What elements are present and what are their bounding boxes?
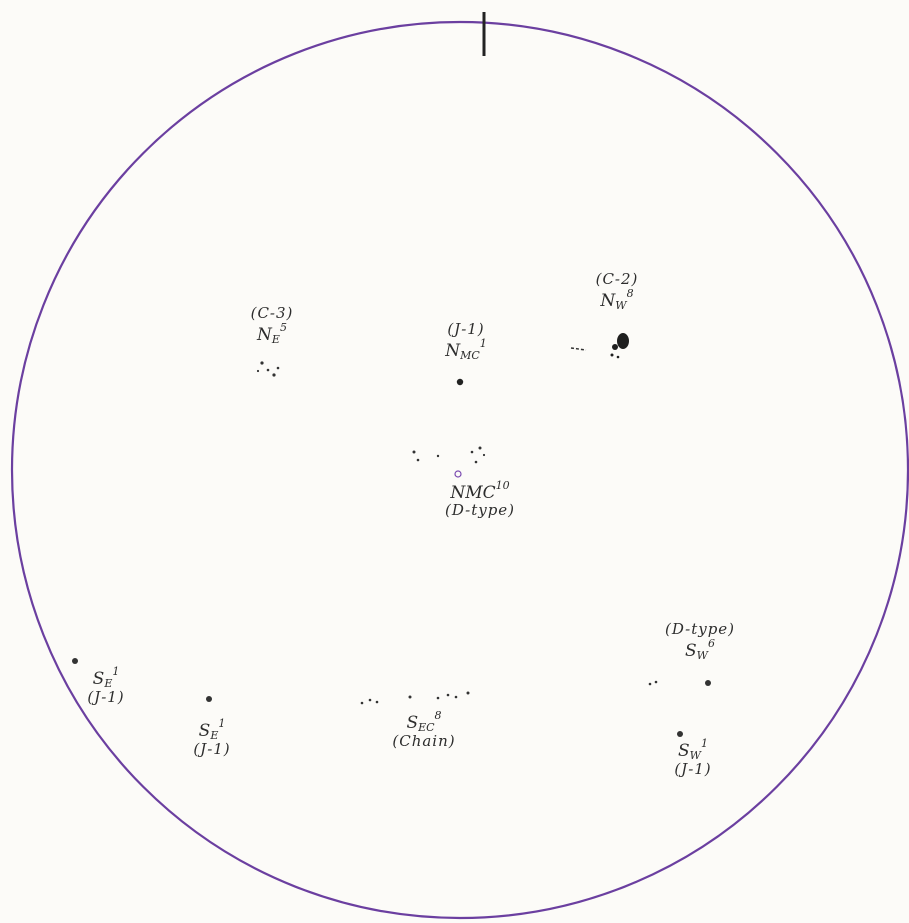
label-sw1: SW1 (J-1) bbox=[674, 738, 711, 777]
label-ne5: (C-3) NE5 bbox=[251, 306, 294, 345]
nmc1-designation: NMC1 bbox=[445, 338, 487, 362]
se1-mid-designation: SE1 bbox=[193, 718, 230, 742]
sec8-type: (Chain) bbox=[392, 734, 455, 750]
sw1-type: (J-1) bbox=[674, 762, 711, 778]
label-sec8: SEC8 (Chain) bbox=[392, 710, 455, 749]
sec8-designation: SEC8 bbox=[392, 710, 455, 734]
nw8-designation: NW8 bbox=[596, 288, 639, 312]
label-nmc10: NMC10 (D-type) bbox=[445, 480, 515, 519]
spot-group-sw6 bbox=[649, 680, 711, 686]
spot-group-nw8 bbox=[571, 333, 629, 358]
spot-group-ne5 bbox=[257, 361, 279, 376]
label-sw6: (D-type) SW6 bbox=[665, 622, 735, 661]
nmc1-type: (J-1) bbox=[445, 322, 487, 338]
spot-se1-left bbox=[72, 658, 78, 664]
spot-se1-mid bbox=[206, 696, 212, 702]
label-se1-mid: SE1 (J-1) bbox=[193, 718, 230, 757]
ne5-type: (C-3) bbox=[251, 306, 294, 322]
se1-left-type: (J-1) bbox=[87, 690, 124, 706]
sw1-designation: SW1 bbox=[674, 738, 711, 762]
spot-nmc1 bbox=[457, 379, 463, 385]
nmc10-designation: NMC10 bbox=[445, 480, 515, 503]
sw6-designation: SW6 bbox=[665, 638, 735, 662]
sw6-type: (D-type) bbox=[665, 622, 735, 638]
nw8-type: (C-2) bbox=[596, 272, 639, 288]
label-nw8: (C-2) NW8 bbox=[596, 272, 639, 311]
ne5-designation: NE5 bbox=[251, 322, 294, 346]
spot-group-sec8 bbox=[361, 692, 470, 705]
spot-sw1 bbox=[677, 731, 683, 737]
solar-disk-outline bbox=[12, 22, 908, 918]
label-nmc1: (J-1) NMC1 bbox=[445, 322, 487, 361]
spot-group-nmc10 bbox=[413, 447, 486, 478]
se1-mid-type: (J-1) bbox=[193, 742, 230, 758]
label-se1-left: SE1 (J-1) bbox=[87, 666, 124, 705]
nmc10-type: (D-type) bbox=[445, 503, 515, 519]
se1-left-designation: SE1 bbox=[87, 666, 124, 690]
